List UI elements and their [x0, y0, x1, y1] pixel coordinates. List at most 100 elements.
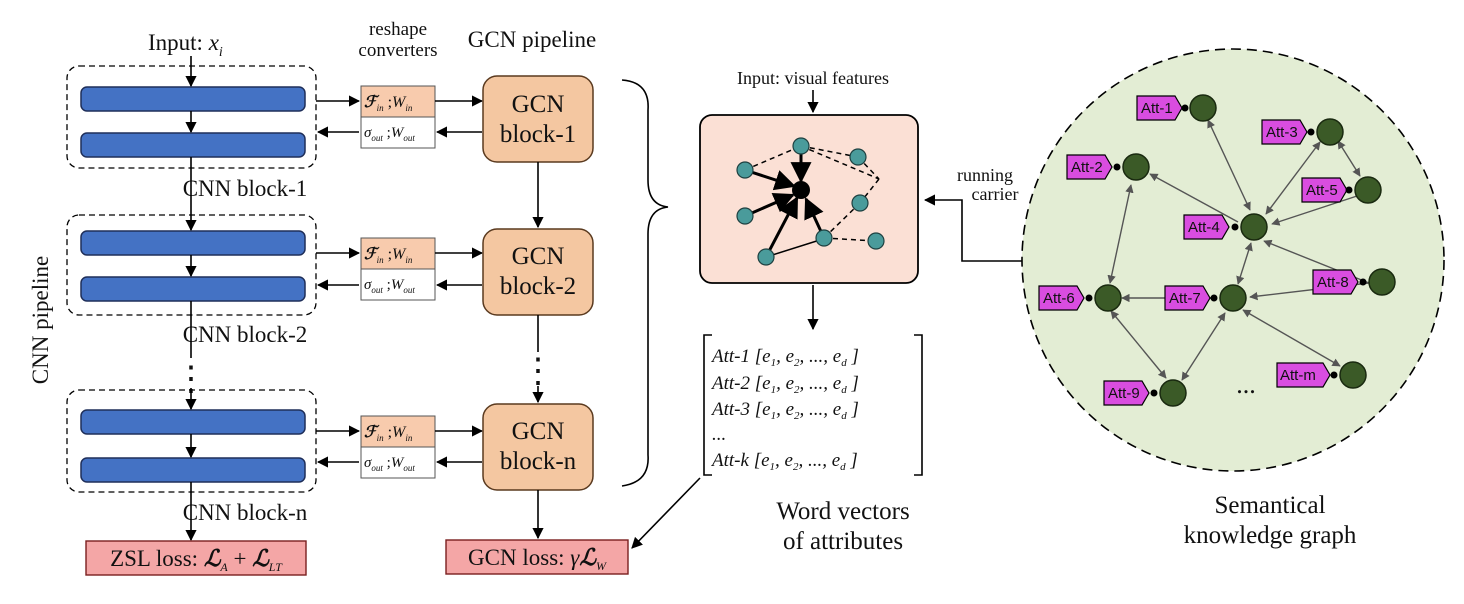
vector-row-ellipsis: ...: [712, 424, 726, 445]
panel-node: [815, 229, 833, 247]
converter-out-box: [360, 116, 436, 149]
kg-node: [1368, 268, 1396, 296]
att-7-label: Att-7: [1169, 290, 1201, 307]
converter-in-label: ℱin ;Win: [364, 246, 413, 265]
converter-out-box: [360, 268, 436, 301]
kg-nodes: [1094, 94, 1396, 407]
panel-center-node: [792, 181, 810, 199]
converter-out-label: σout ;Wout: [364, 455, 415, 473]
knowledge-graph-circle: [1021, 48, 1445, 472]
att-pin: [1113, 163, 1121, 171]
panel-dashed-edges: [744, 145, 880, 242]
vector-row-k: Att-k [e1, e2, ..., ed ]: [710, 450, 858, 473]
cnn-block-n-label: CNN block-n: [183, 500, 308, 525]
att-pin: [1330, 371, 1338, 379]
word-vectors-caption-1: Word vectors: [776, 498, 909, 525]
cnn-layer-bar: [80, 230, 306, 256]
cnn-pipeline: Input: xi CNN pipeline CNN block-1 CNN b…: [28, 30, 317, 576]
kg-node: [1316, 118, 1344, 146]
word-vectors: Att-1 [e1, e2, ..., ed ] Att-2 [e1, e2, …: [703, 334, 923, 555]
converter-in-box: [360, 415, 436, 448]
att-tag: [1261, 119, 1308, 145]
att-pin: [1181, 104, 1189, 112]
att-tag: [1103, 380, 1150, 406]
kg-ellipsis: ...: [1236, 370, 1256, 399]
converter-out-box: [360, 446, 436, 479]
att-6-label: Att-6: [1043, 290, 1075, 307]
att-tag: [1276, 362, 1331, 388]
kg-node: [1159, 379, 1187, 407]
cnn-input-label: Input: xi: [148, 30, 223, 60]
panel-nodes: [736, 137, 885, 266]
gcn-pipeline-label: GCN pipeline: [468, 27, 596, 52]
gcn-pipeline: GCN pipeline GCN block-1 GCN block-2 GCN…: [445, 27, 701, 575]
att-pin: [1150, 389, 1158, 397]
att-tag: [1136, 95, 1183, 121]
cnn-layer-bar: [80, 276, 306, 302]
att-tag: [1312, 269, 1359, 295]
kg-node: [1122, 153, 1150, 181]
panel-node: [849, 148, 867, 166]
kg-node: [1219, 284, 1247, 312]
kg-node: [1339, 361, 1367, 389]
kg-node: [1240, 213, 1268, 241]
running-carrier-arrow: [923, 194, 1022, 262]
gcn-block-1-line1: GCN: [512, 91, 565, 118]
gcn-loss-label: GCN loss: γℒW: [468, 545, 607, 573]
att-pin: [1231, 223, 1239, 231]
cnn-block-2-label: CNN block-2: [183, 322, 308, 347]
cnn-layer-bar: [80, 132, 306, 158]
carrier-label-1: running: [957, 165, 1013, 185]
kg-node: [1189, 94, 1217, 122]
knowledge-graph: running carrier: [923, 48, 1445, 549]
cnn-layer-bar: [80, 457, 306, 483]
gcn-block-n-line2: block-n: [500, 448, 577, 475]
gcn-block-1: [482, 75, 594, 163]
cnn-layer-bar: [80, 409, 306, 435]
converter-out-label: σout ;Wout: [364, 125, 415, 143]
kg-caption-1: Semantical: [1214, 492, 1325, 519]
word-vector-to-loss-arrow: [631, 477, 701, 549]
cnn-layer-bar: [80, 86, 306, 112]
panel-node: [736, 207, 754, 225]
panel-node: [757, 248, 775, 266]
cnn-block-1-label: CNN block-1: [183, 176, 308, 201]
word-vectors-caption-2: of attributes: [783, 528, 903, 555]
vector-bracket-left: [703, 334, 712, 476]
gcn-block-2: [482, 228, 594, 316]
panel-node: [736, 161, 754, 179]
att-2-label: Att-2: [1071, 159, 1103, 176]
cnn-pipeline-label: CNN pipeline: [28, 256, 53, 384]
reshape-converters: reshape converters ℱin ;Win σout ;Wout ℱ…: [316, 19, 484, 479]
zsl-loss-box: [85, 540, 307, 576]
panel-node: [867, 232, 885, 250]
converters-title-1: reshape: [369, 19, 427, 40]
att-tag: [1164, 285, 1211, 311]
converter-arrows: [316, 95, 484, 468]
vector-bracket-right: [914, 334, 923, 476]
att-tag: [1038, 285, 1085, 311]
carrier-label-2: carrier: [972, 184, 1019, 204]
att-m-label: Att-m: [1280, 367, 1316, 384]
kg-attribute-tags: Att-1 Att-3 Att-2 Att-5 Att-4 Att-8 Att-…: [1038, 95, 1367, 406]
converter-out-label: σout ;Wout: [364, 277, 415, 295]
converters-title-2: converters: [358, 40, 437, 61]
kg-node: [1094, 284, 1122, 312]
panel-input-label: Input: visual features: [737, 68, 889, 88]
att-tag: [1301, 177, 1348, 203]
att-9-label: Att-9: [1108, 385, 1140, 402]
panel-box: [699, 114, 919, 284]
gcn-dots: ⋮: [521, 353, 555, 390]
converter-in-label: ℱin ;Win: [364, 424, 413, 443]
vector-row-1: Att-1 [e1, e2, ..., ed ]: [710, 346, 859, 369]
gcn-block-n-line1: GCN: [512, 418, 565, 445]
att-tag: [1066, 154, 1113, 180]
gcn-block-n: [482, 403, 594, 491]
gcn-block-2-line1: GCN: [512, 243, 565, 270]
vector-row-3: Att-3 [e1, e2, ..., ed ]: [710, 399, 859, 422]
att-pin: [1085, 294, 1093, 302]
att-tag: [1183, 214, 1230, 240]
panel-node: [792, 137, 810, 155]
converter-in-label: ℱin ;Win: [364, 94, 413, 113]
